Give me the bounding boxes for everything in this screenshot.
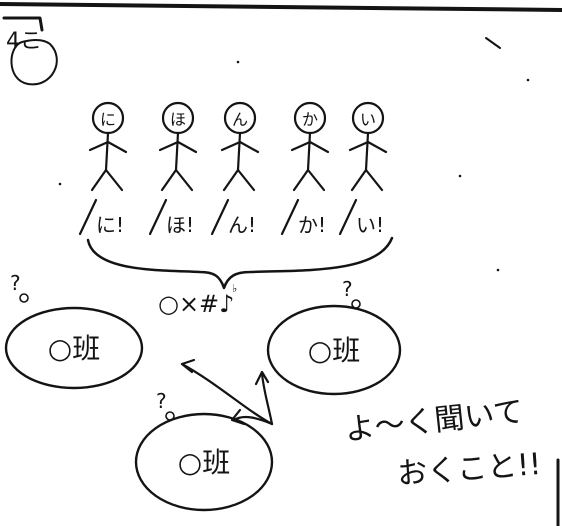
stray-dot [58,182,62,186]
stick-figures: にに!ほほ!んん!かか!いい! [78,101,388,237]
stick-figure: かか! [280,101,330,237]
music-note-marks: ♭ [232,282,237,295]
figure-speech: ん! [228,213,256,237]
figure-head-label: ん [232,110,248,129]
figure-speech: ほ! [166,213,194,237]
arrow-head [180,358,196,374]
group-circle: ○班? [134,389,274,512]
corner-mark: 4こ [2,16,58,86]
stick-figure: いい! [338,101,388,237]
figure-head-label: い [360,110,376,129]
speech-slash [280,198,300,236]
stray-mark [485,37,501,49]
figure-head-label: ほ [170,110,186,129]
arrow-head [254,370,270,386]
note-text: よ〜く聞いて おくこと!! [343,394,542,492]
group-circle: ○班? [266,277,402,396]
figure-arms [88,140,128,154]
speech-slash [338,198,358,236]
question-mark: ? [156,389,167,413]
corner-circle [10,39,58,86]
figure-legs [90,168,124,192]
thought-bubble-dot [19,293,29,303]
figure-speech: か! [298,213,326,237]
figure-arms [220,140,260,154]
arrow-to-left-group [180,362,274,426]
figure-speech: に! [96,213,124,237]
group-label: ○班 [308,334,360,367]
stick-figure: んん! [210,101,260,237]
thought-bubble-dot [165,411,175,421]
exchange-arrows [180,358,274,426]
arrow-head [230,408,246,426]
figure-legs [160,168,194,192]
stray-dot [458,174,462,178]
stray-dot [236,60,240,64]
figure-speech: い! [356,213,384,237]
note-line: おくこと!! [396,447,542,492]
figure-body [306,131,312,172]
figure-head-label: か [302,110,318,129]
confusion-text: ○×#♪ [158,290,234,318]
group-circle: ○班? [4,271,144,390]
note-line: よ〜く聞いて [343,394,525,448]
figure-body [174,131,180,172]
arrow-to-right-group [260,372,274,426]
figure-legs [292,168,326,192]
speech-slash [78,198,98,236]
stick-figure: にに! [78,101,128,237]
thought-bubble-dot [351,299,361,309]
group-outline [266,304,402,396]
stick-figure: ほほ! [148,101,198,237]
figure-arms [158,140,198,154]
speech-slash [148,198,168,236]
stray-dot [526,78,530,82]
group-brace [86,236,394,290]
stray-dot [496,268,500,272]
figure-body [104,131,110,172]
figure-body [364,131,370,172]
arrow-to-bottom-group [232,415,274,426]
group-label: ○班 [48,332,100,365]
question-mark: ? [10,271,21,295]
figure-legs [222,168,256,192]
top-border-line [0,2,562,12]
question-mark: ? [342,277,353,301]
speech-slash [210,198,230,236]
group-label: ○班 [178,446,230,479]
figure-head-label: に [100,110,116,129]
figure-body [236,131,242,172]
group-outline [4,306,144,390]
group-circles: ○班?○班?○班? [4,271,402,512]
figure-legs [350,168,384,192]
figure-arms [290,140,330,154]
figure-arms [348,140,388,154]
group-outline [134,412,274,512]
